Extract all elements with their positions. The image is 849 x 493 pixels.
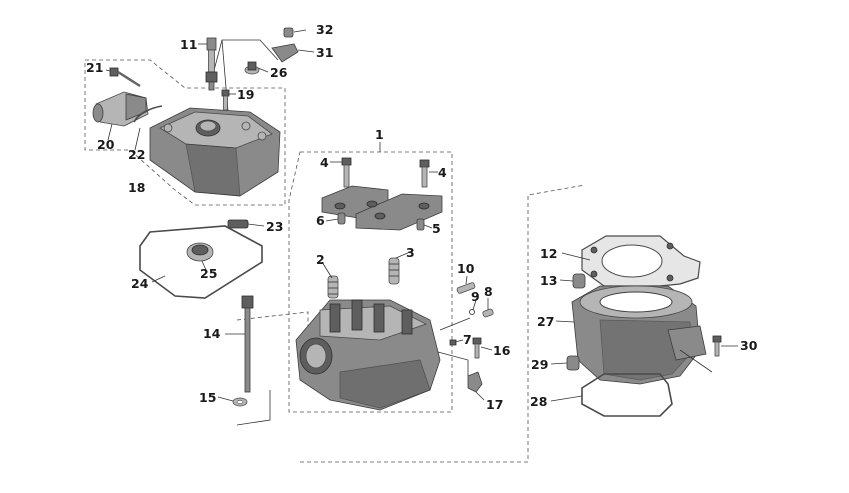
bolt-4-right — [419, 159, 430, 188]
callout-13: 13 — [540, 273, 557, 288]
bolt-26 — [244, 61, 260, 75]
callout-28: 28 — [530, 394, 547, 409]
valve-cover-group-outline — [84, 59, 286, 206]
bolt-21 — [109, 67, 141, 88]
callout-30: 30 — [740, 338, 758, 353]
dowel-6 — [337, 212, 346, 225]
callout-10: 10 — [457, 261, 475, 276]
small-gasket-22 — [133, 105, 163, 123]
callout-24: 24 — [131, 276, 149, 291]
bolt-19 — [221, 89, 230, 111]
callout-20: 20 — [97, 137, 115, 152]
callout-11: 11 — [180, 37, 197, 52]
callout-29: 29 — [531, 357, 548, 372]
callout-6: 6 — [316, 213, 325, 228]
callout-4-right: 4 — [438, 165, 447, 180]
cylinder-27 — [571, 285, 707, 385]
stud-16 — [472, 337, 482, 359]
valve-spring-3 — [388, 257, 400, 285]
bracket-17 — [467, 371, 483, 393]
bolt-7 — [449, 339, 457, 346]
gasket-24 — [139, 225, 263, 299]
nut-32 — [283, 27, 294, 38]
breather-fitting — [92, 91, 149, 127]
dowel-13 — [572, 273, 586, 289]
cylinder-group-outline — [300, 184, 586, 463]
callout-8: 8 — [484, 284, 493, 299]
callout-27: 27 — [537, 314, 554, 329]
callout-7: 7 — [463, 332, 472, 347]
plug-leader — [211, 39, 279, 79]
callout-32: 32 — [316, 22, 333, 37]
callout-9: 9 — [471, 289, 480, 304]
callout-2: 2 — [316, 252, 325, 267]
head-group-outline — [288, 151, 453, 413]
gasket-28 — [581, 373, 673, 417]
callout-4-left: 4 — [320, 155, 329, 170]
callout-3: 3 — [406, 245, 415, 260]
callout-23: 23 — [266, 219, 283, 234]
bolt-4-left — [341, 157, 352, 188]
callout-22: 22 — [128, 147, 145, 162]
seal-25 — [186, 242, 214, 262]
valve-cover — [149, 107, 281, 197]
bracket-31 — [271, 43, 299, 63]
callout-26: 26 — [270, 65, 288, 80]
cylinder-head-parts — [295, 157, 494, 411]
callout-31: 31 — [316, 45, 333, 60]
callout-1: 1 — [375, 127, 384, 142]
callout-12: 12 — [540, 246, 557, 261]
leader-lines — [105, 29, 738, 402]
dowel-5 — [416, 218, 425, 231]
pin-10 — [456, 282, 476, 294]
callout-5: 5 — [432, 221, 441, 236]
cylinder-parts — [566, 235, 722, 417]
valve-spring-2 — [327, 275, 339, 299]
callout-14: 14 — [203, 326, 221, 341]
tab-23 — [227, 219, 249, 229]
bolt-8 — [482, 308, 494, 318]
bolt-30 — [712, 335, 722, 357]
cylinder-head — [295, 299, 441, 411]
head-bolt-14 — [241, 295, 254, 393]
callout-21: 21 — [86, 60, 103, 75]
valve-cover-parts — [92, 27, 299, 299]
bolt-group-lower — [236, 390, 271, 426]
callout-labels: 1 2 3 4 4 5 6 7 8 9 10 11 12 13 14 15 16… — [86, 22, 758, 412]
spark-plug — [205, 37, 218, 91]
callout-15: 15 — [199, 390, 216, 405]
callout-17: 17 — [486, 397, 503, 412]
dowel-29 — [566, 355, 580, 371]
bolt-group-outline — [236, 311, 309, 340]
callout-19: 19 — [237, 87, 254, 102]
callout-16: 16 — [493, 343, 511, 358]
ring-9 — [469, 309, 475, 315]
callout-25: 25 — [200, 266, 217, 281]
washer-15 — [232, 397, 248, 407]
callout-18: 18 — [128, 180, 145, 195]
